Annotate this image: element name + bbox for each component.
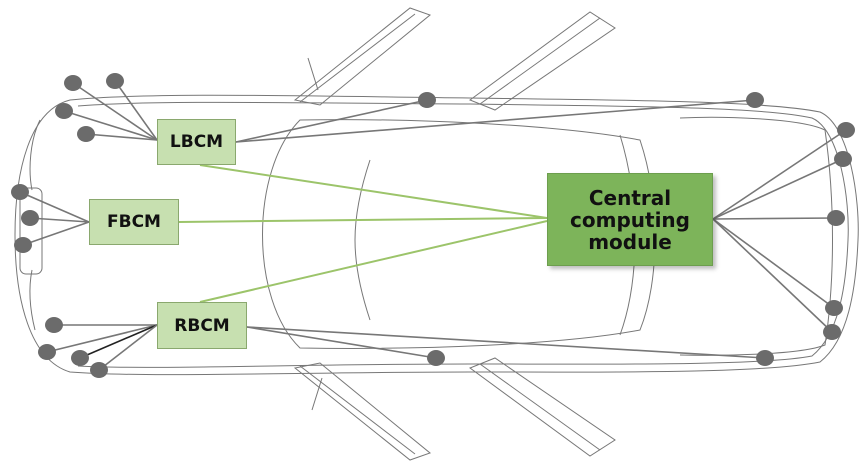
central-computing-module: Central computing module <box>547 173 713 266</box>
rbcm-module: RBCM <box>157 302 247 349</box>
wire <box>246 326 766 359</box>
link-rbcm-central <box>199 220 548 303</box>
sensor-node <box>21 210 39 226</box>
wire <box>29 217 90 223</box>
sensor-node <box>55 103 73 119</box>
sensor-node <box>756 350 774 366</box>
sensor-node <box>45 317 63 333</box>
lbcm-module: LBCM <box>157 119 236 165</box>
sensor-node <box>90 362 108 378</box>
wire <box>46 324 158 353</box>
link-fbcm-central <box>178 217 548 223</box>
sensor-node <box>14 237 32 253</box>
sensor-node <box>418 92 436 108</box>
wire <box>98 324 158 371</box>
sensor-node <box>106 73 124 89</box>
central-label-line1: Central <box>588 185 672 210</box>
wire <box>235 99 756 143</box>
wire <box>712 129 847 220</box>
wire <box>63 110 158 141</box>
wire <box>712 158 844 220</box>
sensor-node <box>746 92 764 108</box>
rbcm-label: RBCM <box>174 315 230 336</box>
sensor-node <box>837 122 855 138</box>
sensor-node <box>64 75 82 91</box>
central-label-line2: computing <box>570 207 690 232</box>
wire <box>246 326 437 359</box>
sensor-node <box>71 350 89 366</box>
sensor-node <box>827 210 845 226</box>
sensor-node <box>823 324 841 340</box>
fbcm-module: FBCM <box>89 199 179 245</box>
wire <box>22 221 90 246</box>
wire <box>712 218 835 309</box>
central-label-line3: module <box>588 229 672 254</box>
sensor-node <box>427 350 445 366</box>
wires <box>19 80 847 371</box>
green-links <box>178 164 548 303</box>
lbcm-label: LBCM <box>169 132 224 152</box>
wire <box>19 191 90 223</box>
sensor-node <box>834 151 852 167</box>
sensor-node <box>77 126 95 142</box>
sensor-node <box>11 184 29 200</box>
wire <box>72 82 158 141</box>
wire <box>114 80 158 141</box>
wire <box>712 217 837 220</box>
wire <box>85 133 158 141</box>
wire <box>79 324 158 359</box>
wire <box>235 99 428 143</box>
fbcm-label: FBCM <box>107 212 161 232</box>
sensor-node <box>38 344 56 360</box>
sensors <box>11 73 855 378</box>
wire <box>712 218 833 333</box>
link-lbcm-central <box>199 164 548 219</box>
sensor-node <box>825 300 843 316</box>
